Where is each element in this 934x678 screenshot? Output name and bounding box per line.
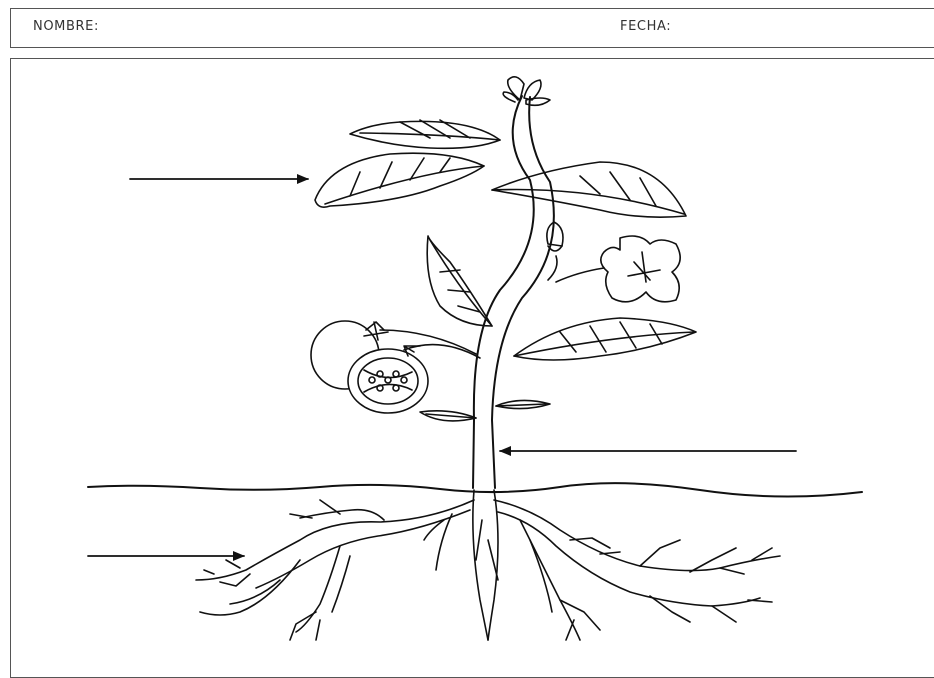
plant-roots <box>196 490 780 640</box>
leaf-lower-left <box>420 411 476 421</box>
top-bud <box>503 77 550 106</box>
leaf-lower-right <box>496 400 550 408</box>
plant-stem <box>473 96 554 488</box>
tomato-fruit-cut <box>348 346 428 413</box>
leaf-right-large <box>492 162 686 217</box>
ground-line <box>88 483 862 496</box>
open-flower <box>556 236 680 302</box>
leaf-right-middle <box>514 318 696 360</box>
leaf-middle-left <box>427 236 492 326</box>
leaf-left-large <box>315 153 484 207</box>
leaf-upper-left <box>350 120 500 148</box>
